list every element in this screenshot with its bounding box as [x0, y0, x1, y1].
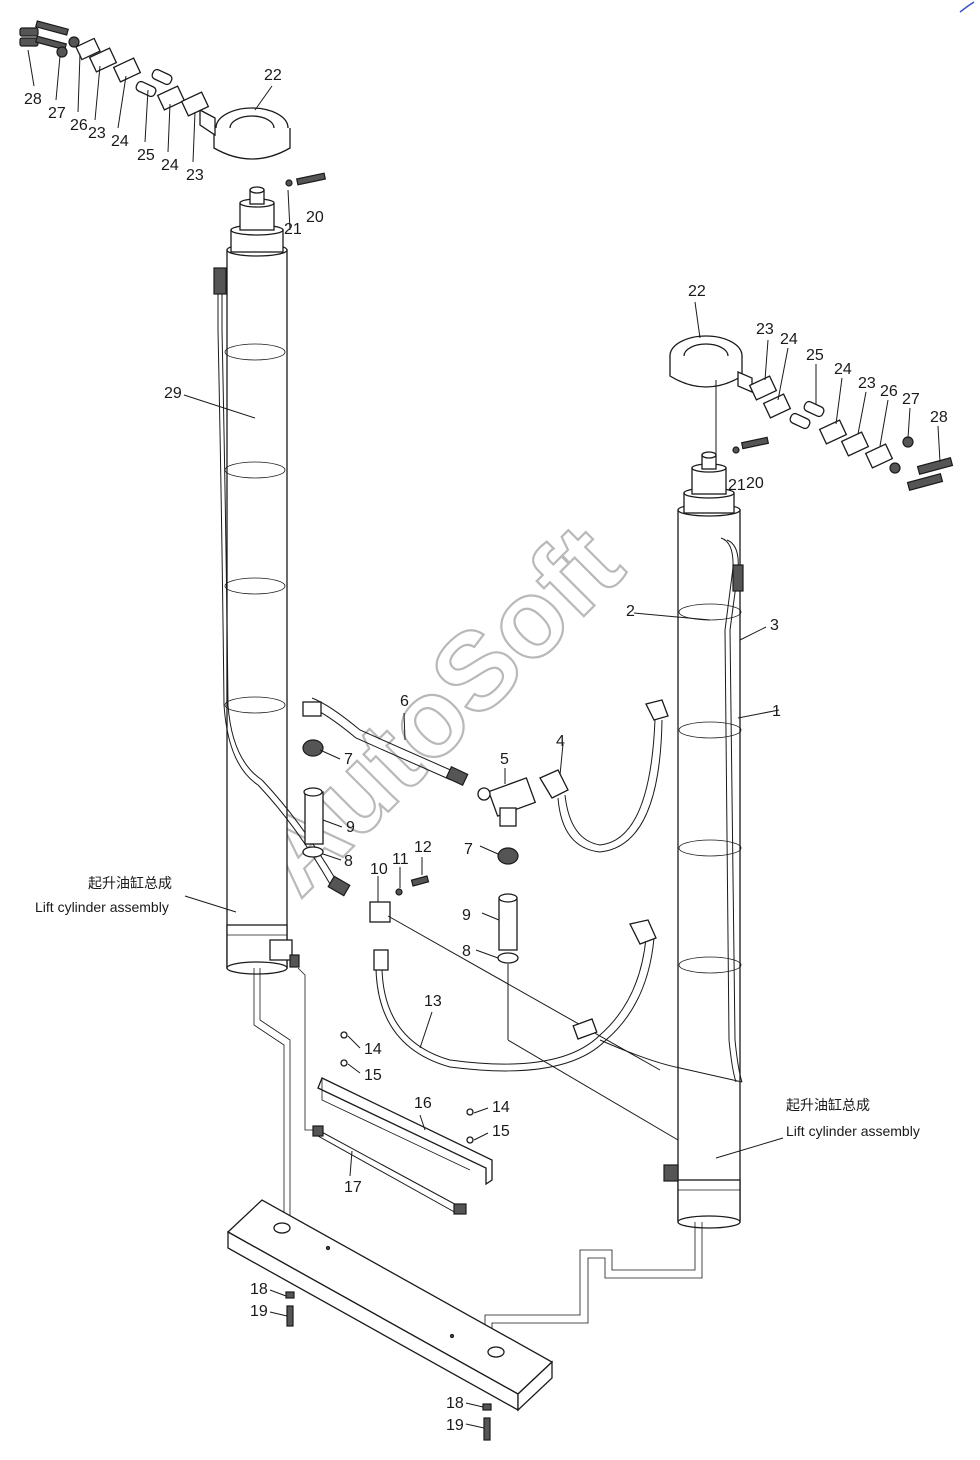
- leader-lines: [27, 49, 941, 1429]
- callout-15a: 15: [364, 1067, 382, 1084]
- callout-19b: 19: [446, 1417, 464, 1434]
- callout-left-25: 25: [137, 147, 155, 164]
- callout-left-23a: 23: [88, 125, 106, 142]
- lower-parts: [226, 1031, 554, 1441]
- corner-mark: [959, 1, 975, 13]
- callout-right-23b: 23: [858, 375, 876, 392]
- callout-left-27: 27: [48, 105, 66, 122]
- callout-left-23b: 23: [186, 167, 204, 184]
- callout-right-21: 21: [728, 477, 746, 494]
- callout-8a: 8: [344, 853, 353, 870]
- right-top-hardware: [669, 335, 954, 491]
- callout-5: 5: [500, 751, 509, 768]
- callout-right-27: 27: [902, 391, 920, 408]
- assembly-captions: 起升油缸总成 Lift cylinder assembly 起升油缸总成 Lif…: [35, 875, 920, 1139]
- callout-7b: 7: [464, 841, 473, 858]
- callout-18a: 18: [250, 1281, 268, 1298]
- callout-15b: 15: [492, 1123, 510, 1140]
- callout-right-25: 25: [806, 347, 824, 364]
- watermark: AutoSoft: [229, 501, 646, 918]
- callout-17: 17: [344, 1179, 362, 1196]
- callout-left-26: 26: [70, 117, 88, 134]
- right-lift-cylinder: [484, 451, 744, 1340]
- callout-10: 10: [370, 861, 388, 878]
- caption-left-en: Lift cylinder assembly: [35, 899, 169, 915]
- callout-left-20: 20: [306, 209, 324, 226]
- callout-left-28: 28: [24, 91, 42, 108]
- callout-3: 3: [770, 617, 779, 634]
- callout-right-20: 20: [746, 475, 764, 492]
- callout-left-22: 22: [264, 67, 282, 84]
- callout-9b: 9: [462, 907, 471, 924]
- callout-8b: 8: [462, 943, 471, 960]
- callout-right-28: 28: [930, 409, 948, 426]
- callout-7a: 7: [344, 751, 353, 768]
- caption-left-zh: 起升油缸总成: [88, 875, 172, 891]
- callout-13: 13: [424, 993, 442, 1010]
- callout-left-24b: 24: [161, 157, 179, 174]
- caption-right-zh: 起升油缸总成: [786, 1097, 870, 1113]
- callout-6: 6: [400, 693, 409, 710]
- callout-right-24a: 24: [780, 331, 798, 348]
- center-plumbing: [302, 697, 743, 1141]
- callout-9a: 9: [346, 819, 355, 836]
- callout-left-21: 21: [284, 221, 302, 238]
- callout-19a: 19: [250, 1303, 268, 1320]
- left-top-hardware: [19, 20, 327, 187]
- callout-1: 1: [772, 703, 781, 720]
- callout-29: 29: [164, 385, 182, 402]
- callout-11: 11: [392, 851, 409, 868]
- callout-14a: 14: [364, 1041, 382, 1058]
- callout-2: 2: [626, 603, 635, 620]
- callout-16: 16: [414, 1095, 432, 1112]
- caption-right-en: Lift cylinder assembly: [786, 1123, 920, 1139]
- callout-12: 12: [414, 839, 432, 856]
- callout-right-24b: 24: [834, 361, 852, 378]
- callout-4: 4: [556, 733, 565, 750]
- callout-right-26: 26: [880, 383, 898, 400]
- callout-left-24a: 24: [111, 133, 129, 150]
- left-lift-cylinder: [213, 186, 351, 1225]
- watermark-text: AutoSoft: [230, 502, 645, 917]
- callout-14b: 14: [492, 1099, 510, 1116]
- callout-right-23a: 23: [756, 321, 774, 338]
- callout-18b: 18: [446, 1395, 464, 1412]
- callout-numbers: 28 27 26 23 24 25 24 23 22 21 20 22 23 2…: [24, 67, 948, 1434]
- callout-right-22: 22: [688, 283, 706, 300]
